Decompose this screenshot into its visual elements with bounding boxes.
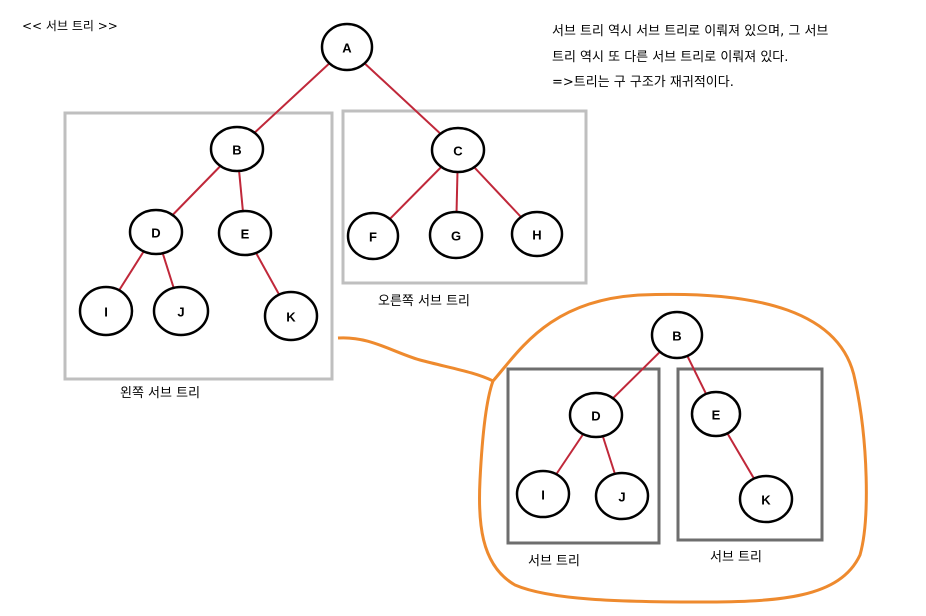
main-tree-nodes: A B C D E F G H I J K	[78, 22, 564, 342]
zoom-node-label-j: J	[618, 490, 625, 505]
main-node-circle-a	[320, 22, 374, 72]
main-node-label-i: I	[104, 305, 108, 320]
main-node-d: D	[128, 208, 184, 256]
main-node-label-e: E	[241, 227, 250, 242]
main-node-circle-g	[428, 210, 484, 260]
main-node-i: I	[78, 285, 134, 337]
diagram-title: << 서브 트리 >>	[22, 19, 118, 33]
zoom-node-circle-k	[738, 474, 794, 524]
note-line-3: =>트리는 구 구조가 재귀적이다.	[552, 75, 734, 90]
zoom-right-subtree-box	[676, 367, 824, 542]
main-node-circle-d	[128, 208, 184, 256]
zoom-node-label-b: B	[672, 329, 681, 344]
zoom-node-label-i: I	[541, 488, 545, 503]
zoom-right-caption: 서브 트리	[710, 550, 762, 565]
zoom-node-k: K	[738, 474, 794, 524]
main-node-label-d: D	[151, 226, 160, 241]
zoom-left-caption: 서브 트리	[528, 554, 580, 569]
main-node-circle-f	[346, 211, 400, 261]
right-subtree-box	[341, 109, 588, 285]
zoom-node-label-d: D	[591, 409, 600, 424]
left-subtree-box	[63, 111, 334, 381]
zoom-node-b: B	[650, 310, 704, 360]
zoom-tree-nodes: B D E I J K	[515, 310, 794, 524]
main-node-g: G	[428, 210, 484, 260]
main-node-label-f: F	[369, 230, 377, 245]
main-node-b: B	[209, 125, 265, 173]
zoom-node-d: D	[568, 391, 624, 439]
zoom-node-circle-b	[650, 310, 704, 360]
main-node-circle-e	[217, 209, 273, 257]
main-node-label-b: B	[232, 143, 241, 158]
main-node-label-a: A	[342, 41, 352, 56]
main-node-circle-b	[209, 125, 265, 173]
main-node-label-c: C	[453, 144, 463, 159]
main-node-label-k: K	[286, 310, 296, 325]
zoom-node-circle-i	[515, 469, 571, 519]
main-node-f: F	[346, 211, 400, 261]
main-node-circle-i	[78, 285, 134, 337]
zoom-node-circle-j	[594, 471, 650, 521]
zoom-highlight-outline	[337, 292, 868, 604]
note-line-2: 트리 역시 또 다른 서브 트리로 이뤄져 있다.	[552, 50, 788, 65]
main-node-label-j: J	[177, 305, 184, 320]
zoom-node-e: E	[690, 390, 742, 438]
note-line-1: 서브 트리 역시 서브 트리로 이뤄져 있으며, 그 서브	[552, 24, 828, 39]
main-node-c: C	[430, 126, 486, 174]
left-subtree-caption: 왼쪽 서브 트리	[120, 386, 200, 401]
main-node-j: J	[152, 285, 210, 337]
main-node-e: E	[217, 209, 273, 257]
zoom-node-circle-e	[690, 390, 742, 438]
zoom-node-label-e: E	[712, 408, 721, 423]
zoom-left-subtree-box	[506, 367, 661, 545]
main-node-circle-k	[263, 290, 319, 342]
main-node-circle-c	[430, 126, 486, 174]
main-node-h: H	[510, 210, 564, 258]
main-node-a: A	[320, 22, 374, 72]
main-node-k: K	[263, 290, 319, 342]
right-subtree-caption: 오른쪽 서브 트리	[378, 294, 470, 309]
zoom-node-j: J	[594, 471, 650, 521]
main-node-circle-h	[510, 210, 564, 258]
main-node-label-g: G	[451, 229, 461, 244]
main-tree-edges	[105, 46, 538, 317]
main-node-label-h: H	[532, 228, 541, 243]
zoom-node-circle-d	[568, 391, 624, 439]
zoom-node-i: I	[515, 469, 571, 519]
main-node-circle-j	[152, 285, 210, 337]
zoom-node-label-k: K	[761, 493, 771, 508]
